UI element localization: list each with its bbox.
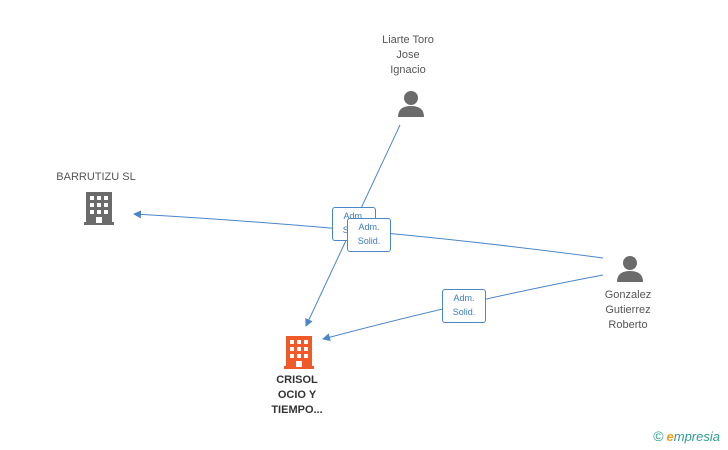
brand-logo-e: e: [666, 429, 674, 444]
person-icon[interactable]: [617, 256, 643, 282]
edge-label-adm-solid[interactable]: Adm. Solid.: [442, 289, 486, 323]
brand-name: mpresia: [673, 429, 720, 444]
person-icon[interactable]: [398, 91, 424, 117]
node-label-crisol[interactable]: CRISOL OCIO Y TIEMPO...: [271, 374, 323, 416]
node-label-barrutizu[interactable]: BARRUTIZU SL: [56, 171, 136, 183]
building-icon[interactable]: [284, 336, 314, 369]
copyright-brand: ©empresia: [653, 428, 720, 444]
copyright-symbol: ©: [653, 428, 664, 444]
node-label-liarte[interactable]: Liarte Toro Jose Ignacio: [382, 34, 434, 76]
building-icon[interactable]: [84, 192, 114, 225]
edge-label-adm-solid[interactable]: Adm. Solid.: [347, 218, 391, 252]
node-label-gonzalez[interactable]: Gonzalez Gutierrez Roberto: [604, 289, 652, 331]
